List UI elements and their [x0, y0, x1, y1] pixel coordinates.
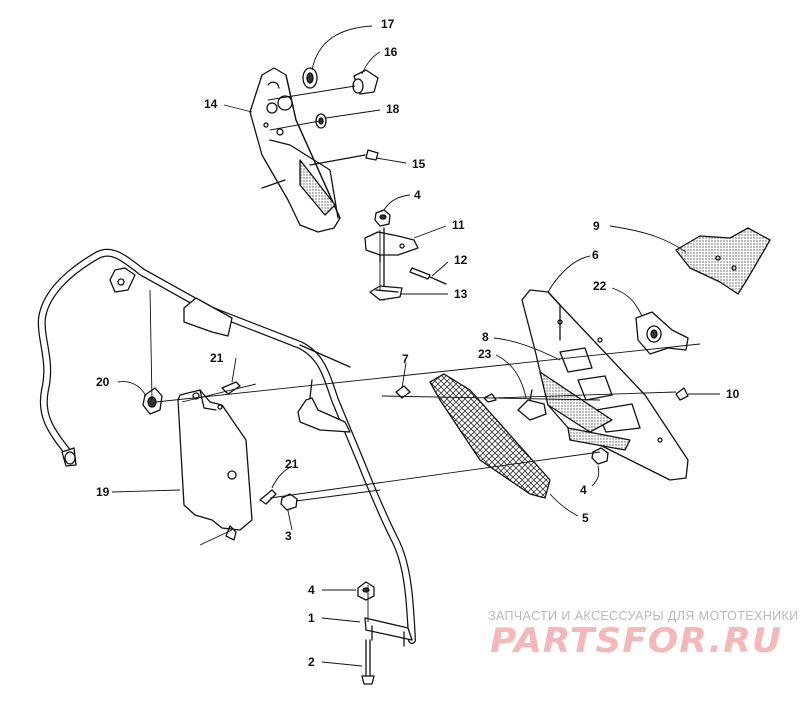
rivet-21-top	[221, 381, 241, 395]
alignment-lines	[111, 25, 720, 667]
callout-17: 17	[381, 17, 395, 31]
watermark-tagline: ЗАПЧАСТИ И АКСЕССУАРЫ ДЛЯ МОТОТЕХНИКИ	[488, 609, 799, 623]
callout-13: 13	[454, 287, 468, 301]
callout-14: 14	[204, 97, 218, 111]
callout-16: 16	[384, 45, 398, 59]
callout-10: 10	[726, 387, 740, 401]
grommet-20	[142, 387, 163, 415]
callout-1: 1	[308, 611, 315, 625]
clip-13	[369, 285, 403, 301]
callout-23: 23	[478, 347, 492, 361]
callout-11: 11	[452, 218, 465, 232]
pin-12	[409, 267, 447, 285]
callout-18: 18	[386, 102, 400, 116]
callout-4-bottom: 4	[308, 583, 315, 597]
callout-labels: 17 16 14 18 15 4 11 12 13 9 6 22 8 23 7 …	[96, 17, 740, 669]
panel-19	[177, 389, 253, 541]
callout-5: 5	[582, 511, 589, 525]
side-plate-6	[521, 289, 689, 481]
bolt-2	[361, 639, 375, 685]
bracket-22	[635, 311, 689, 355]
callout-8: 8	[482, 330, 489, 344]
upper-bracket	[249, 67, 341, 233]
watermark-logo: PARTSFOR.RU	[490, 621, 782, 661]
callout-22: 22	[593, 279, 607, 293]
callout-4-top: 4	[414, 188, 421, 202]
nut-4-mid	[591, 447, 609, 465]
reflector-9	[675, 227, 771, 295]
callout-6: 6	[592, 248, 599, 262]
callout-2: 2	[308, 655, 315, 669]
grommet-17	[302, 67, 318, 89]
callout-9: 9	[593, 219, 600, 233]
screw-15	[309, 149, 379, 166]
callout-20: 20	[96, 375, 110, 389]
nut-4-top	[374, 209, 391, 227]
callout-21-top: 21	[210, 351, 224, 365]
bushing-16	[352, 69, 379, 95]
tubular-frame	[37, 248, 416, 647]
nut-4-bottom	[357, 581, 375, 601]
callout-19: 19	[96, 485, 110, 499]
callout-12: 12	[454, 253, 468, 267]
nut-3	[280, 493, 298, 511]
callout-4-mid: 4	[580, 483, 587, 497]
grommet-18	[315, 113, 327, 129]
screw-10	[675, 387, 689, 401]
mesh-grill-5	[429, 373, 551, 499]
watermark: ЗАПЧАСТИ И АКСЕССУАРЫ ДЛЯ МОТОТЕХНИКИ PA…	[488, 609, 799, 661]
bolt-mount-23	[517, 389, 547, 421]
callout-7: 7	[402, 352, 409, 366]
callout-15: 15	[412, 157, 426, 171]
rivet-21-bottom	[259, 489, 277, 505]
callout-21-bottom: 21	[285, 457, 299, 471]
callout-3: 3	[285, 529, 292, 543]
